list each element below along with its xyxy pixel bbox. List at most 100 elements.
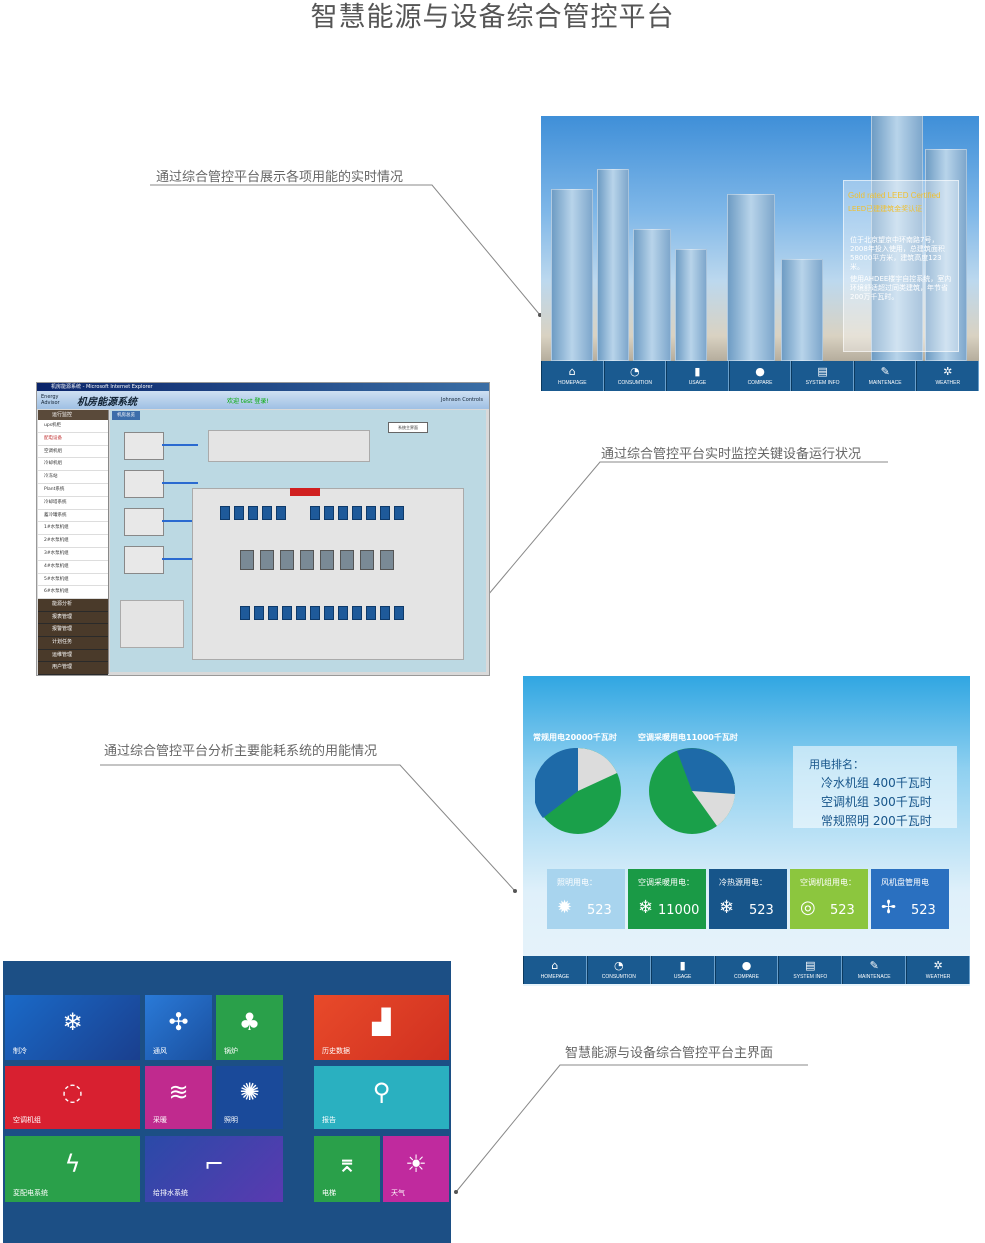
nav-homepage[interactable]: ⌂HOMEPAGE	[523, 956, 587, 984]
leed-info-panel: Gold rated LEED Certified LEED已建建筑金奖认证 位…	[843, 180, 959, 352]
tile-ahu[interactable]: 空调机组用电： ◎ 523	[790, 869, 868, 929]
sidebar-item[interactable]: 2#水泵机组	[38, 535, 108, 548]
tile-history-data[interactable]: ▟历史数据	[314, 995, 449, 1060]
tile-lighting[interactable]: ✺照明	[216, 1066, 283, 1129]
nav-homepage[interactable]: ⌂HOMEPAGE	[541, 361, 604, 391]
lightning-icon: ϟ	[64, 1149, 81, 1178]
pie-chart-hvac	[649, 748, 736, 834]
tile-refrigeration[interactable]: ❄制冷	[5, 995, 140, 1060]
snowflake-icon: ❄	[719, 897, 735, 918]
gear-icon: ✲	[933, 959, 943, 972]
caption-main-interface: 智慧能源与设备综合管控平台主界面	[565, 1046, 774, 1061]
equipment-cabinet[interactable]	[124, 432, 164, 460]
sidebar-item-active[interactable]: 配电设备	[38, 433, 108, 446]
sidebar-item[interactable]: 冷却机组	[38, 458, 108, 472]
machine-room-screen: 机房能源系统 - Microsoft Internet Explorer Ene…	[36, 382, 490, 676]
sidebar-section[interactable]: 能源分析	[38, 599, 108, 612]
tile-report[interactable]: ⚲报告	[314, 1066, 449, 1129]
nav-compare[interactable]: ●COMPARE	[714, 956, 779, 984]
tile-fan-coil[interactable]: 风机盘管用电 ✢ 523	[871, 869, 949, 929]
tile-elevator[interactable]: ⌆电梯	[314, 1136, 380, 1202]
sidebar-item[interactable]: 3#水泵机组	[38, 548, 108, 561]
tile-water-supply[interactable]: ⌐给排水系统	[145, 1136, 283, 1202]
gauge-icon: ◔	[630, 365, 640, 378]
nav-usage[interactable]: ▮USAGE	[650, 956, 715, 984]
tile-ahu[interactable]: ◌空调机组	[5, 1066, 140, 1129]
home-icon: ⌂	[551, 959, 559, 972]
sidebar-section[interactable]: 帮助	[38, 674, 108, 675]
network-icon: ▤	[805, 959, 816, 972]
window-title: 机房能源系统 - Microsoft Internet Explorer	[37, 383, 489, 391]
tile-weather[interactable]: ☀天气	[383, 1136, 449, 1202]
sidebar-item[interactable]: 蓄冷罐系统	[38, 510, 108, 523]
main-interface-button[interactable]: 系统主界面	[388, 422, 428, 433]
tile-lighting[interactable]: 照明用电： ✹ 523	[547, 869, 625, 929]
bar-chart-icon: ▮	[694, 365, 701, 378]
nav-weather[interactable]: ✲WEATHER	[916, 361, 979, 391]
building-overview-screen: Gold rated LEED Certified LEED已建建筑金奖认证 位…	[541, 116, 979, 391]
bulb-icon: ✺	[239, 1078, 260, 1107]
bulb-icon: ✹	[557, 897, 573, 918]
control-room	[120, 600, 184, 648]
pie-chart-regular	[535, 748, 621, 834]
sidebar: 运行监控 ups机柜 配电设备 空调机组 冷却机组 冷冻站 Plant系统 冷却…	[38, 410, 109, 675]
tab-overview[interactable]: 机房总览	[112, 411, 140, 420]
gauge-icon: ◔	[613, 959, 624, 972]
caption-realtime-usage: 通过综合管控平台展示各项用能的实时情况	[156, 170, 404, 185]
fan-icon: ✣	[168, 1008, 189, 1037]
pie2-label: 空调采暖用电11000千瓦时	[638, 733, 738, 742]
tile-cold-heat-source[interactable]: 冷热源用电： ❄ 523	[709, 869, 787, 929]
sidebar-item[interactable]: 6#水泵机组	[38, 586, 108, 600]
tile-ventilation[interactable]: ✣通风	[145, 995, 212, 1060]
snowflake-icon: ❄	[62, 1008, 83, 1037]
network-icon: ▤	[817, 365, 828, 378]
sidebar-item[interactable]: 冷冻站	[38, 471, 108, 484]
nav-consumption[interactable]: ◔CONSUMTION	[603, 361, 667, 391]
gear-icon: ✲	[943, 365, 953, 378]
blower-icon: ◌	[62, 1078, 83, 1107]
nav-system-info[interactable]: ▤SYSTEM INFO	[791, 361, 854, 391]
tile-boiler[interactable]: ♣锅炉	[216, 995, 283, 1060]
sidebar-head[interactable]: 运行监控	[38, 410, 108, 420]
sidebar-section[interactable]: 运维管理	[38, 649, 108, 663]
ranking-row: 空调机组 300千瓦时	[821, 795, 932, 809]
sidebar-section[interactable]: 用户管理	[38, 662, 108, 675]
sidebar-item[interactable]: 4#水泵机组	[38, 561, 108, 574]
wrench-icon: ✎	[869, 959, 879, 972]
bottom-nav: ⌂HOMEPAGE ◔CONSUMTION ▮USAGE ●COMPARE ▤S…	[541, 361, 979, 391]
nav-weather[interactable]: ✲WEATHER	[906, 956, 970, 984]
sidebar-item[interactable]: 5#水泵机组	[38, 574, 108, 587]
sidebar-item[interactable]: Plant系统	[38, 484, 108, 497]
system-title: 机房能源系统	[77, 396, 137, 408]
sidebar-section[interactable]: 报表管理	[38, 611, 108, 625]
caption-device-monitor: 通过综合管控平台实时监控关键设备运行状况	[601, 447, 862, 462]
chart-up-icon: ▟	[372, 1008, 391, 1037]
nav-maintenance[interactable]: ✎MAINTENACE	[842, 956, 907, 984]
nav-consumption[interactable]: ◔CONSUMTION	[586, 956, 651, 984]
nav-system-info[interactable]: ▤SYSTEM INFO	[778, 956, 843, 984]
sidebar-item[interactable]: ups机柜	[38, 420, 108, 433]
sidebar-item[interactable]: 1#水泵机组	[38, 522, 108, 536]
app-header: Energy Advisor 机房能源系统 欢迎 test 登录! Johnso…	[37, 391, 489, 409]
escalator-icon: ⌆	[336, 1149, 358, 1178]
tree-icon: ♣	[238, 1008, 261, 1037]
sidebar-item[interactable]: 空调机组	[38, 446, 108, 459]
nav-usage[interactable]: ▮USAGE	[666, 361, 729, 391]
tile-heating[interactable]: ≋采暖	[145, 1066, 212, 1129]
tile-hvac[interactable]: 空调采暖用电： ❄ 11000	[628, 869, 706, 929]
sidebar-section[interactable]: 报警管理	[38, 624, 108, 637]
faucet-icon: ⌐	[203, 1149, 225, 1178]
sidebar-section[interactable]: 计划任务	[38, 636, 108, 650]
vendor-logo: Johnson Controls	[441, 397, 483, 403]
ranking-row: 冷水机组 400千瓦时	[821, 776, 932, 790]
building-description: 位于北京望京中环南路7号，2008年投入使用，总建筑面积58000平方米，建筑高…	[850, 236, 945, 271]
wrench-icon: ✎	[880, 365, 890, 378]
sidebar-item[interactable]: 冷却塔系统	[38, 497, 108, 510]
cooling-tower-area	[208, 430, 370, 462]
nav-compare[interactable]: ●COMPARE	[728, 361, 792, 391]
bottom-nav: ⌂HOMEPAGE ◔CONSUMTION ▮USAGE ●COMPARE ▤S…	[523, 956, 970, 984]
building-description-2: 使用AHDEE楼宇自控系统，室内环境舒适超过同类建筑，年节省200万千瓦时。	[850, 275, 952, 301]
ranking-row: 常规照明 200千瓦时	[821, 814, 932, 828]
nav-maintenance[interactable]: ✎MAINTENACE	[853, 361, 917, 391]
